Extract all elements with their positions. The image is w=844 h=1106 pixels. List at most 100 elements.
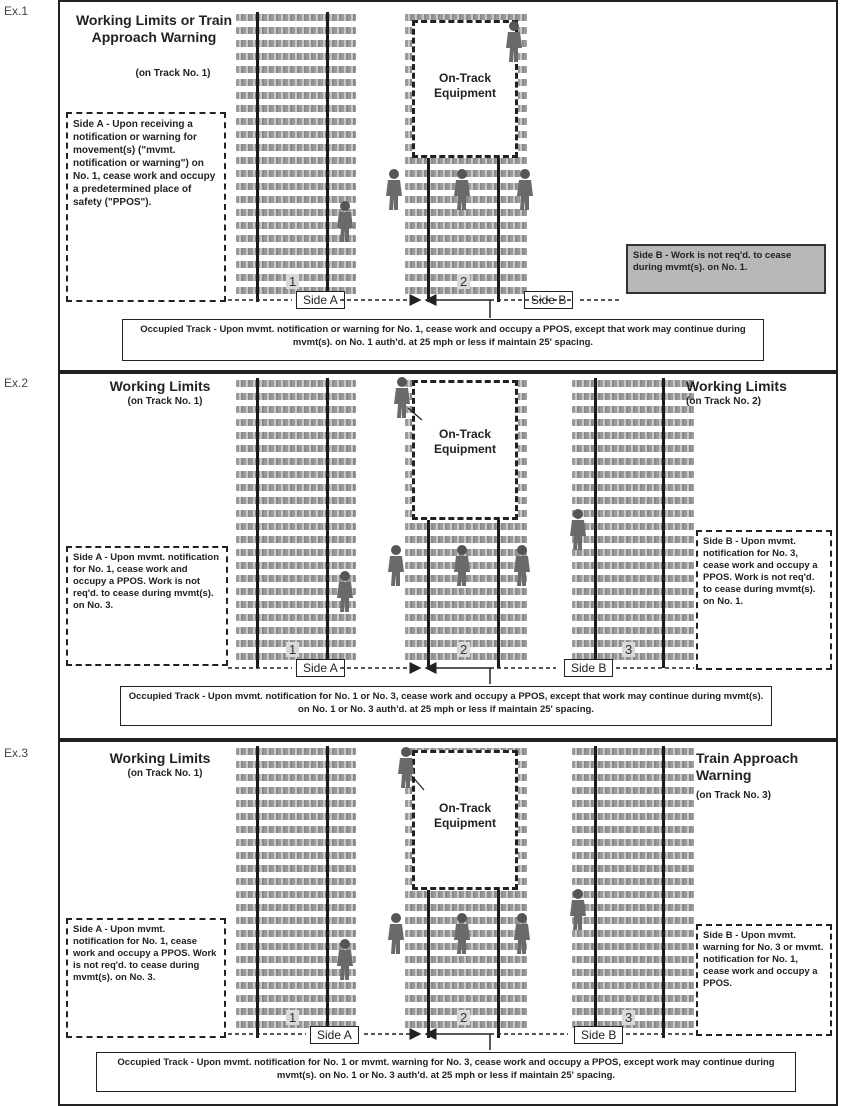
railroad-tie <box>405 235 527 242</box>
railroad-tie <box>405 261 527 268</box>
railroad-tie <box>405 969 527 976</box>
railroad-tie <box>236 510 356 517</box>
railroad-tie <box>405 248 527 255</box>
railroad-tie <box>572 761 694 768</box>
track-1-ties <box>236 380 356 666</box>
workers-ex3 <box>337 747 586 980</box>
track-2-rail-left <box>427 152 430 302</box>
railroad-tie <box>236 393 356 400</box>
railroad-tie <box>572 839 694 846</box>
railroad-tie <box>236 575 356 582</box>
railroad-tie <box>405 614 527 621</box>
example-1-label: Ex.1 <box>4 4 29 18</box>
track-1-rail-right <box>326 12 329 302</box>
railroad-tie <box>236 562 356 569</box>
railroad-tie <box>572 774 694 781</box>
workers-ex2 <box>337 377 586 612</box>
track-1-number: 1 <box>286 274 300 289</box>
railroad-tie <box>236 995 356 1002</box>
railroad-tie <box>236 787 356 794</box>
left-subtitle: (on Track No. 1) <box>135 68 211 79</box>
railroad-tie <box>405 523 527 530</box>
railroad-tie <box>236 943 356 950</box>
railroad-tie <box>236 826 356 833</box>
railroad-tie <box>405 904 527 911</box>
track-3-rail-left <box>594 746 597 1038</box>
railroad-tie <box>236 118 356 125</box>
railroad-tie <box>236 601 356 608</box>
track-2-rail-left <box>427 884 430 1038</box>
railroad-tie <box>236 248 356 255</box>
railroad-tie <box>236 287 356 294</box>
railroad-tie <box>572 930 694 937</box>
railroad-tie <box>405 222 527 229</box>
railroad-tie <box>572 969 694 976</box>
railroad-tie <box>236 458 356 465</box>
ex2-side-arrows <box>228 662 694 684</box>
railroad-tie <box>572 800 694 807</box>
railroad-tie <box>405 995 527 1002</box>
track-2-rail-left <box>427 514 430 668</box>
railroad-tie <box>236 209 356 216</box>
railroad-tie <box>236 170 356 177</box>
railroad-tie <box>236 222 356 229</box>
railroad-tie <box>236 614 356 621</box>
railroad-tie <box>572 575 694 582</box>
railroad-tie <box>405 157 527 164</box>
on-track-equipment: On-Track Equipment <box>412 20 518 158</box>
railroad-tie <box>572 865 694 872</box>
railroad-tie <box>236 27 356 34</box>
side-a-label: Side A <box>296 659 345 677</box>
track-2-number: 2 <box>457 274 471 289</box>
railroad-tie <box>572 432 694 439</box>
track-2-rail-right <box>497 514 500 668</box>
railroad-tie <box>236 131 356 138</box>
railroad-tie <box>236 105 356 112</box>
railroad-tie <box>236 497 356 504</box>
example-3-label: Ex.3 <box>4 746 29 760</box>
railroad-tie <box>236 261 356 268</box>
equipment-label: On-Track Equipment <box>434 427 496 456</box>
ex3-side-arrows <box>228 1028 694 1050</box>
track-1-rail-left <box>256 378 259 668</box>
occupied-track-box: Occupied Track - Upon mvmt. notification… <box>96 1052 796 1092</box>
railroad-tie <box>236 956 356 963</box>
example-1-panel: 1 2 On-Track Equipment Working Limits or… <box>58 0 838 372</box>
railroad-tie <box>236 852 356 859</box>
left-title: Working Limits <box>109 750 211 766</box>
railroad-tie <box>572 748 694 755</box>
railroad-tie <box>236 774 356 781</box>
side-a-label: Side A <box>296 291 345 309</box>
track-1-rail-right <box>326 378 329 668</box>
railroad-tie <box>572 917 694 924</box>
side-a-box: Side A - Upon mvmt. notification for No.… <box>66 918 226 1038</box>
side-b-box: Side B - Upon mvmt. warning for No. 3 or… <box>696 924 832 1036</box>
railroad-tie <box>236 144 356 151</box>
railroad-tie <box>572 627 694 634</box>
railroad-tie <box>236 484 356 491</box>
railroad-tie <box>236 471 356 478</box>
equipment-label: On-Track Equipment <box>434 71 496 100</box>
track-1-rail-left <box>256 12 259 302</box>
example-3-panel: 1 2 3 On-Track Equipment Working Limits … <box>58 740 838 1106</box>
railroad-tie <box>572 419 694 426</box>
railroad-tie <box>572 787 694 794</box>
right-subtitle: (on Track No. 2) <box>686 396 762 407</box>
side-b-label: Side B <box>574 1026 624 1044</box>
side-a-label: Side A <box>310 1026 359 1044</box>
railroad-tie <box>236 14 356 21</box>
railroad-tie <box>405 956 527 963</box>
railroad-tie <box>236 549 356 556</box>
track-1-rail-right <box>326 746 329 1038</box>
railroad-tie <box>572 956 694 963</box>
side-a-box: Side A - Upon receiving a notification o… <box>66 112 226 302</box>
railroad-tie <box>236 904 356 911</box>
railroad-tie <box>572 458 694 465</box>
railroad-tie <box>572 523 694 530</box>
railroad-tie <box>572 497 694 504</box>
left-subtitle: (on Track No. 1) <box>127 768 203 779</box>
example-2-panel: 1 2 3 On-Track Equipment Working Limits … <box>58 372 838 740</box>
railroad-tie <box>236 432 356 439</box>
railroad-tie <box>236 878 356 885</box>
